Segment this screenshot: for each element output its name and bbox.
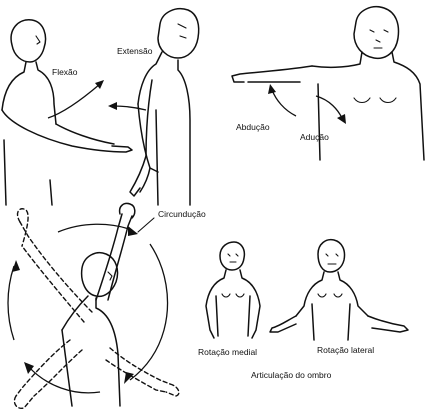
label-caption: Articulação do ombro bbox=[251, 370, 332, 380]
label-circumduction: Circundução bbox=[158, 209, 206, 219]
extension-figure bbox=[129, 8, 200, 206]
medial-rotation-figure bbox=[205, 241, 261, 339]
circumduction-leader bbox=[137, 217, 155, 233]
label-flexion: Flexão bbox=[52, 67, 78, 77]
label-medial-rotation: Rotação medial bbox=[198, 347, 257, 357]
extension-arrow bbox=[108, 102, 147, 111]
circumduction-dashed-arms bbox=[13, 208, 180, 410]
lateral-rotation-figure bbox=[269, 238, 409, 341]
circumduction-figure bbox=[61, 202, 136, 407]
label-abduction: Abdução bbox=[236, 122, 270, 132]
adduction-arrow bbox=[315, 95, 346, 124]
flexion-figure bbox=[1, 19, 133, 206]
abduction-arrow bbox=[268, 84, 297, 117]
label-extension: Extensão bbox=[117, 46, 153, 56]
label-adduction: Adução bbox=[300, 132, 329, 142]
circumduction-circle bbox=[7, 223, 169, 394]
flexion-arrow bbox=[47, 80, 104, 119]
label-lateral-rotation: Rotação lateral bbox=[317, 345, 374, 355]
abduction-figure bbox=[231, 6, 425, 161]
